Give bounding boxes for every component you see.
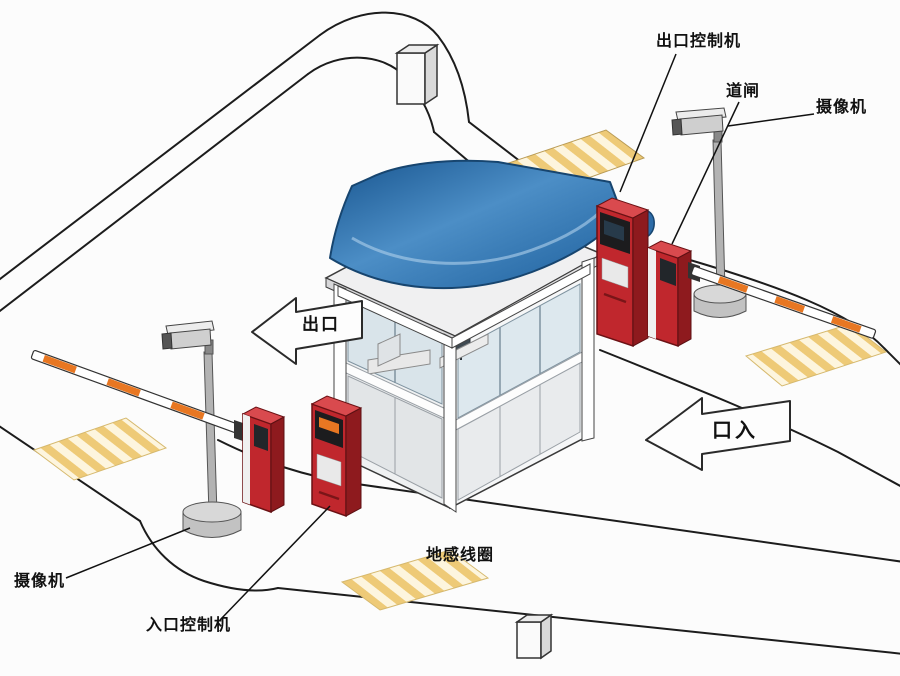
booth-column-right bbox=[581, 257, 595, 442]
label-exit-controller: 出口控制机 bbox=[656, 31, 741, 50]
entrance-arrow-text: 口入 bbox=[712, 418, 758, 442]
leader-barrier-gate bbox=[671, 101, 740, 245]
label-ground-loop: 地感线圈 bbox=[426, 545, 494, 564]
barrier-arm bbox=[690, 265, 877, 339]
entrance-barrier-side bbox=[270, 416, 285, 513]
entrance-barrier-arm bbox=[30, 349, 243, 435]
entrance-barrier-stripe bbox=[243, 414, 250, 505]
barrier-arm-segment bbox=[830, 316, 862, 333]
entrance-machine-ticket-slot bbox=[318, 490, 340, 501]
exit-machine-side bbox=[632, 209, 649, 347]
leader-exit-controller bbox=[619, 53, 677, 193]
leader-camera-right bbox=[727, 113, 815, 127]
road-right-inner-curve bbox=[599, 349, 900, 487]
barrier-arm-segment bbox=[717, 276, 749, 293]
ground-loop-bottom-center bbox=[340, 549, 490, 611]
entrance-barrier-window bbox=[254, 424, 268, 451]
road-top-curve-outer bbox=[319, 11, 470, 123]
camera-left-assembly bbox=[161, 320, 242, 538]
pillar-top-side bbox=[424, 43, 438, 106]
camera-left-base-top bbox=[182, 501, 242, 523]
ground-loop-bottom-left bbox=[32, 417, 168, 481]
canopy bbox=[329, 129, 655, 290]
booth-right-panel bbox=[457, 362, 581, 501]
barrier-machine-side bbox=[677, 250, 692, 347]
label-entrance-controller: 入口控制机 bbox=[146, 615, 231, 634]
text-labels: 出口控制机 道闸 摄像机 摄像机 入口控制机 地感线圈 bbox=[14, 31, 867, 634]
entrance-machine-display bbox=[319, 417, 339, 434]
booth-desk bbox=[367, 349, 431, 375]
pillar-top bbox=[394, 43, 440, 106]
camera-right-body bbox=[679, 114, 724, 136]
camera-right-assembly bbox=[671, 107, 747, 318]
label-barrier-gate: 道闸 bbox=[726, 81, 760, 100]
pillar-top-top bbox=[394, 44, 440, 54]
ground-loops bbox=[32, 323, 888, 611]
entrance-machine-panel bbox=[316, 453, 342, 487]
camera-left-lens bbox=[161, 332, 173, 350]
barrier-gate-machine bbox=[646, 240, 877, 348]
booth-column-front bbox=[443, 333, 457, 513]
exit-arrow-shape bbox=[251, 297, 363, 365]
pillar-bottom-top bbox=[514, 614, 554, 623]
barrier-machine-stripe bbox=[648, 248, 656, 339]
exit-control-machine bbox=[595, 197, 650, 348]
canopy-highlight bbox=[351, 203, 610, 265]
entrance-arm-segment bbox=[106, 378, 141, 397]
camera-right-lens bbox=[671, 118, 683, 136]
ground-loop-top-right bbox=[744, 323, 888, 387]
booth-equipment-box bbox=[377, 333, 401, 367]
pillar-top-front bbox=[396, 52, 426, 105]
road-top-inner bbox=[0, 73, 309, 313]
entrance-control-machine bbox=[310, 395, 363, 518]
entrance-arrow-shape bbox=[645, 397, 791, 471]
entrance-machine-side bbox=[345, 407, 362, 517]
leader-lines bbox=[65, 53, 815, 621]
exit-machine-screen bbox=[604, 220, 624, 241]
pillar-bottom bbox=[514, 613, 554, 660]
entrance-barrier-machine bbox=[30, 349, 286, 514]
label-camera-right: 摄像机 bbox=[816, 97, 867, 116]
pillar-bottom-front bbox=[516, 621, 542, 659]
leader-entrance-controller bbox=[219, 505, 331, 621]
camera-left-body bbox=[169, 328, 212, 350]
barrier-machine-window bbox=[660, 258, 676, 286]
direction-arrows: 出口 口入 bbox=[251, 297, 791, 471]
exit-machine-panel bbox=[601, 257, 629, 289]
booth-toprail-right bbox=[451, 263, 591, 349]
exit-arrow-text: 出口 bbox=[302, 314, 340, 335]
road-top-outer bbox=[0, 34, 321, 281]
camera-left-sunshield bbox=[165, 320, 215, 336]
barrier-arm-segment bbox=[774, 296, 805, 313]
exit-machine-ticket-slot bbox=[603, 292, 627, 304]
entrance-arm-segment bbox=[170, 401, 205, 420]
label-camera-left: 摄像机 bbox=[14, 571, 65, 590]
leader-camera-left bbox=[65, 527, 191, 579]
camera-left-pole bbox=[203, 351, 218, 515]
entrance-arm-segment bbox=[42, 355, 77, 374]
